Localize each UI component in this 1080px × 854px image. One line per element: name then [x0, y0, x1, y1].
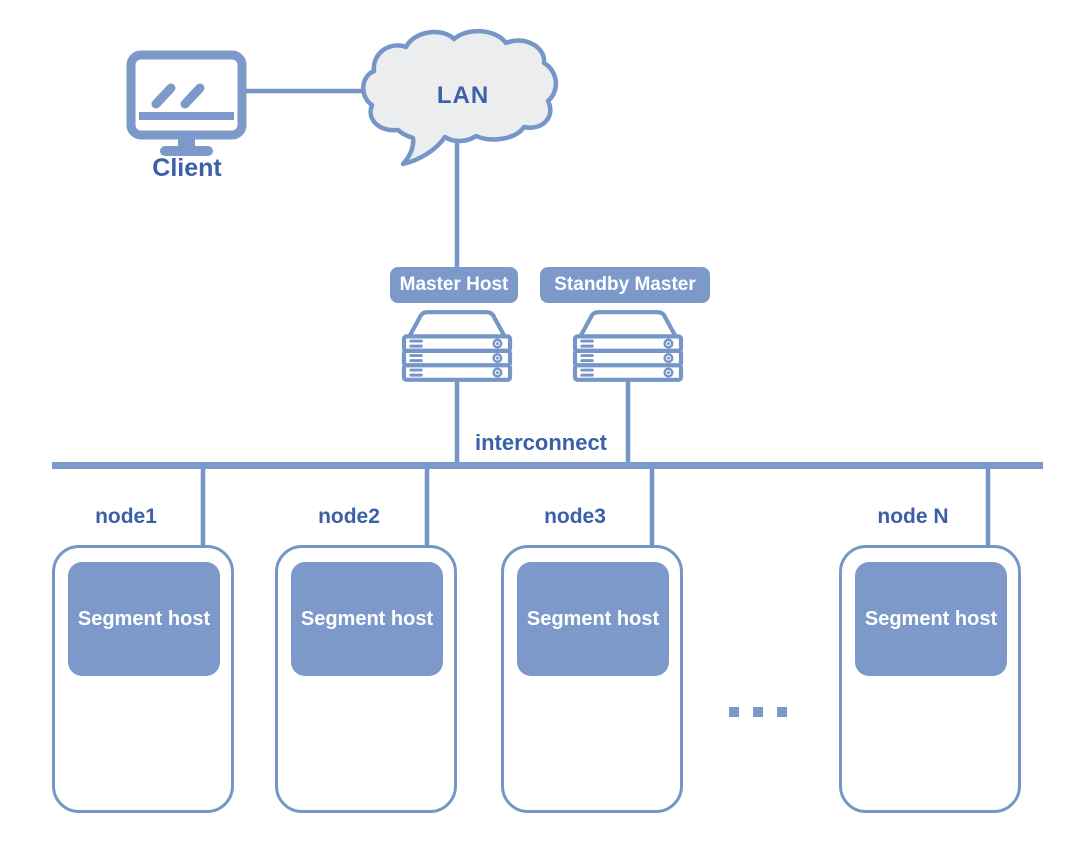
server-icon: [404, 312, 510, 380]
node-container: Segment host: [839, 545, 1021, 813]
segment-host-label: Segment host: [864, 607, 998, 630]
standby-master-badge: Standby Master: [540, 267, 710, 303]
segment-host-box: Segment host: [517, 562, 669, 676]
node-label: node2: [318, 505, 380, 528]
cloud-icon: [361, 29, 558, 167]
node-label: node1: [95, 505, 157, 528]
node-container: Segment host: [52, 545, 234, 813]
master-host-label: Master Host: [399, 274, 509, 295]
monitor-icon: [126, 50, 247, 156]
segment-host-box: Segment host: [68, 562, 220, 676]
client-label: Client: [152, 154, 222, 182]
segment-host-box: Segment host: [855, 562, 1007, 676]
interconnect-label: interconnect: [474, 430, 608, 455]
master-host-badge: Master Host: [390, 267, 518, 303]
lan-label: LAN: [436, 82, 490, 109]
segment-host-label: Segment host: [77, 607, 211, 630]
segment-host-label: Segment host: [526, 607, 660, 630]
ellipsis-icon: [729, 707, 787, 717]
node-label: node3: [544, 505, 606, 528]
node-container: Segment host: [501, 545, 683, 813]
node-label: node N: [877, 505, 949, 528]
interconnect-bus: [52, 462, 1043, 469]
segment-host-box: Segment host: [291, 562, 443, 676]
server-icon: [575, 312, 681, 380]
standby-master-label: Standby Master: [554, 274, 696, 295]
segment-host-label: Segment host: [300, 607, 434, 630]
node-container: Segment host: [275, 545, 457, 813]
